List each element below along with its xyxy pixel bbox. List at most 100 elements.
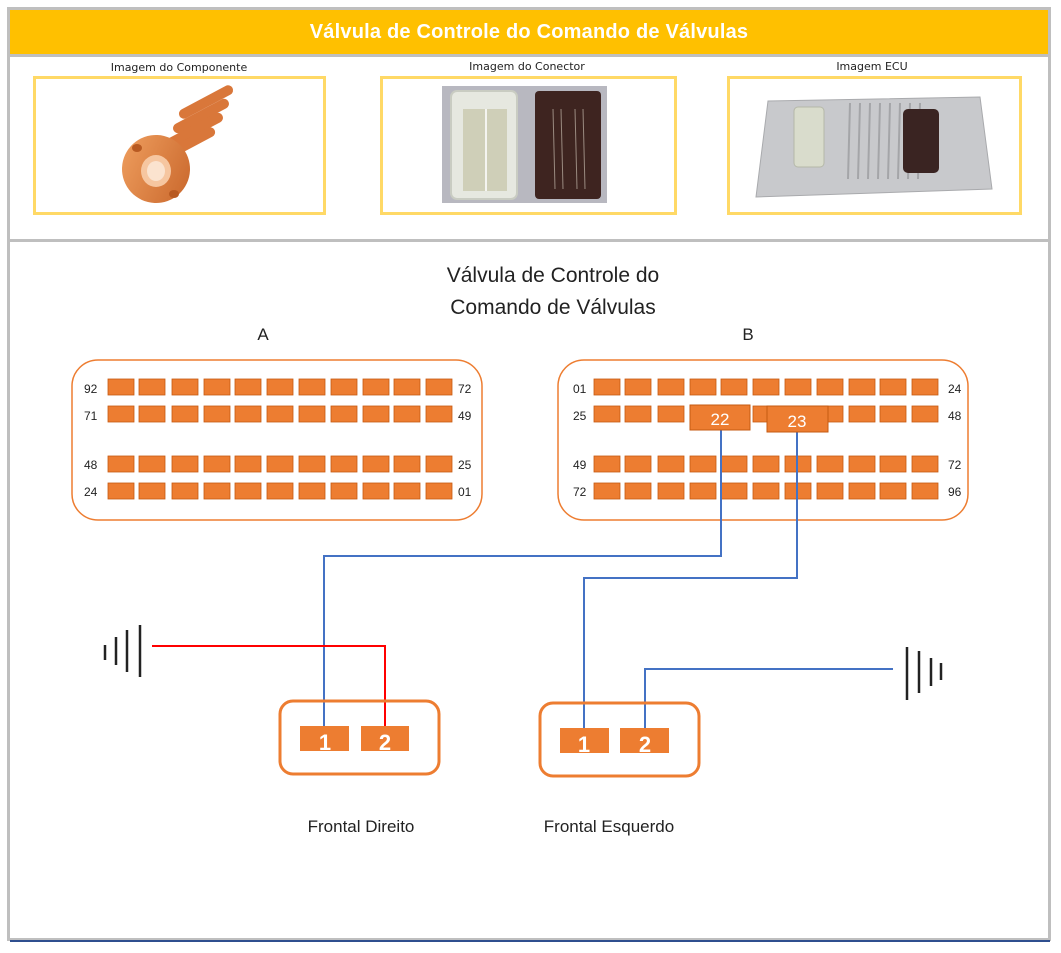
connector-b-pin[interactable]: [911, 405, 939, 423]
connector-b-pin[interactable]: [657, 482, 685, 500]
connector-a-pin[interactable]: [362, 378, 390, 396]
connector-a-pin[interactable]: [298, 405, 326, 423]
connector-b-pin[interactable]: [689, 378, 717, 396]
connector-b-pin[interactable]: [720, 482, 748, 500]
connector-a-pin[interactable]: [107, 378, 135, 396]
connector-a-pin[interactable]: [330, 378, 358, 396]
connector-b-pin[interactable]: [720, 455, 748, 473]
connector-b-pin[interactable]: [816, 482, 844, 500]
connector-a-pin[interactable]: [203, 378, 231, 396]
connector-a-pin[interactable]: [362, 455, 390, 473]
connector-a-pin[interactable]: [171, 405, 199, 423]
connector-b-pin[interactable]: [720, 378, 748, 396]
connector-b-pin[interactable]: [752, 378, 780, 396]
connector-a-pin[interactable]: [138, 378, 166, 396]
connector-a-pin[interactable]: [266, 455, 294, 473]
connector-a-pin[interactable]: [234, 455, 262, 473]
connector-a-pin[interactable]: [393, 455, 421, 473]
pin-b-23[interactable]: [766, 405, 829, 433]
connector-a-pin[interactable]: [234, 405, 262, 423]
connector-a-pin[interactable]: [138, 455, 166, 473]
connector-b-pin[interactable]: [848, 405, 876, 423]
connector-a-pin[interactable]: [330, 455, 358, 473]
connector-b-pin[interactable]: [879, 378, 907, 396]
connector-a-pin[interactable]: [203, 405, 231, 423]
connector-b-pin[interactable]: [624, 455, 652, 473]
connector-b-pin[interactable]: [593, 482, 621, 500]
title-bar: Válvula de Controle do Comando de Válvul…: [7, 7, 1051, 55]
frontal-esquerdo-connector: [538, 701, 701, 778]
connector-b-pin[interactable]: [689, 482, 717, 500]
row-label: 01: [458, 485, 472, 499]
connector-b-pin[interactable]: [593, 405, 621, 423]
row-label: 72: [458, 382, 472, 396]
connector-a-pin[interactable]: [362, 482, 390, 500]
connector-b-pin[interactable]: [624, 378, 652, 396]
connector-b-pin[interactable]: [816, 455, 844, 473]
connector-a-pin[interactable]: [266, 482, 294, 500]
connector-b-pin[interactable]: [848, 455, 876, 473]
connector-b-pin[interactable]: [689, 455, 717, 473]
connector-a-pin[interactable]: [171, 378, 199, 396]
connector-b-pin[interactable]: [816, 378, 844, 396]
connector-a-pin[interactable]: [107, 455, 135, 473]
connector-b-housing: [557, 359, 969, 521]
connector-a-pin[interactable]: [107, 405, 135, 423]
connector-b-pin[interactable]: [848, 378, 876, 396]
connector-a-pin[interactable]: [266, 378, 294, 396]
connector-a-pin[interactable]: [425, 378, 453, 396]
connector-a-pin[interactable]: [425, 405, 453, 423]
connector-b-pin[interactable]: [624, 482, 652, 500]
connector-a-pin[interactable]: [234, 482, 262, 500]
connector-a-pin[interactable]: [171, 455, 199, 473]
connector-b-pin[interactable]: [879, 405, 907, 423]
pin-b-22[interactable]: [689, 404, 751, 431]
ecu-image: [727, 76, 1022, 215]
component-image-label: Imagem do Componente: [110, 61, 248, 74]
diagram-title-line1: Válvula de Controle do: [447, 264, 659, 287]
connector-b-pin[interactable]: [752, 455, 780, 473]
connector-a-pin[interactable]: [203, 455, 231, 473]
connector-b-pin[interactable]: [657, 378, 685, 396]
connector-a-pin[interactable]: [425, 455, 453, 473]
connector-b-pin[interactable]: [624, 405, 652, 423]
frontal-esquerdo-pin-1[interactable]: [560, 728, 609, 753]
connector-b-pin[interactable]: [784, 378, 812, 396]
connector-a-pin[interactable]: [266, 405, 294, 423]
connector-a-pin[interactable]: [393, 378, 421, 396]
connector-a-pin[interactable]: [107, 482, 135, 500]
connector-a-pin[interactable]: [298, 455, 326, 473]
connector-b-pin[interactable]: [848, 482, 876, 500]
connector-a-pin[interactable]: [330, 405, 358, 423]
connector-a-pin[interactable]: [393, 482, 421, 500]
connector-b-pin[interactable]: [879, 455, 907, 473]
frontal-direito-pin-2[interactable]: [361, 726, 409, 751]
connector-a-pin[interactable]: [298, 482, 326, 500]
connector-b-pin[interactable]: [657, 405, 685, 423]
connector-a-pin[interactable]: [425, 482, 453, 500]
connector-a-pin[interactable]: [298, 378, 326, 396]
connector-a-pin[interactable]: [393, 405, 421, 423]
connector-b-pin[interactable]: [911, 482, 939, 500]
connector-b-pin[interactable]: [752, 482, 780, 500]
connector-b-pin[interactable]: [911, 455, 939, 473]
connector-a-pin[interactable]: [234, 378, 262, 396]
wire-ground-frontal-esquerdo: [644, 668, 893, 728]
frontal-esquerdo-pin-2[interactable]: [620, 728, 669, 753]
connector-b-pin[interactable]: [879, 482, 907, 500]
connector-a-pin[interactable]: [138, 482, 166, 500]
connector-image-label: Imagem do Conector: [469, 60, 585, 73]
connector-b-pin[interactable]: [593, 455, 621, 473]
connector-a-pin[interactable]: [138, 405, 166, 423]
connector-b-pin[interactable]: [911, 378, 939, 396]
solenoid-valve-photo-icon: [122, 85, 234, 203]
frontal-direito-pin-1[interactable]: [300, 726, 349, 751]
connector-a-pin[interactable]: [171, 482, 199, 500]
row-label: 49: [458, 409, 472, 423]
connector-b-pin[interactable]: [593, 378, 621, 396]
connector-a-pin[interactable]: [203, 482, 231, 500]
connector-a-pin[interactable]: [362, 405, 390, 423]
connector-a-pin[interactable]: [330, 482, 358, 500]
ground-right-icon: [905, 647, 943, 700]
connector-b-pin[interactable]: [657, 455, 685, 473]
